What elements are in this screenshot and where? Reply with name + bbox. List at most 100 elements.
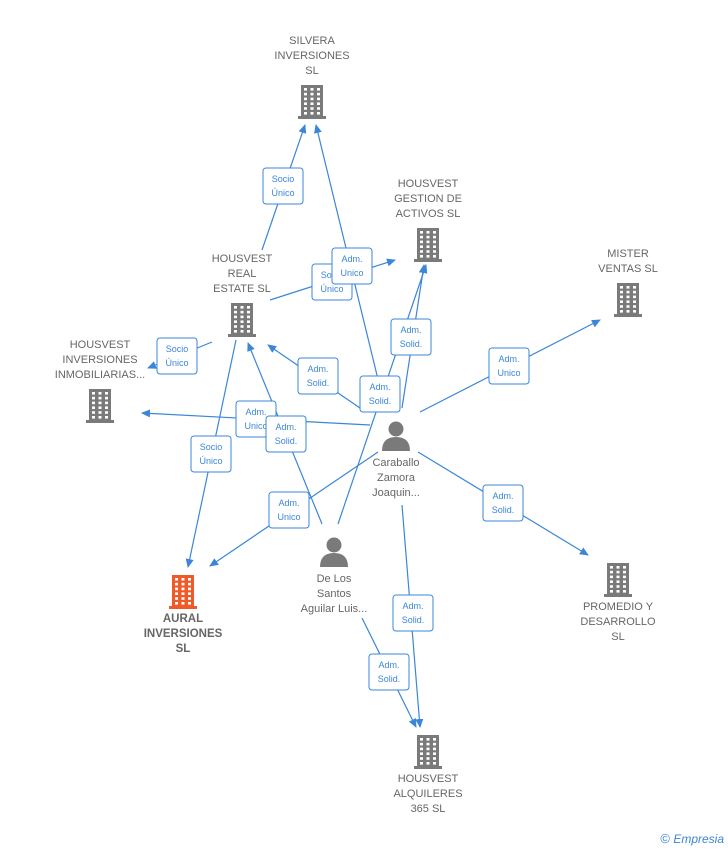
building-window	[633, 305, 636, 308]
building-window	[616, 566, 620, 569]
building-window	[620, 290, 623, 294]
node-label-line: SL	[611, 631, 624, 643]
building-base	[414, 259, 442, 262]
building-window	[433, 762, 436, 765]
building-window	[420, 752, 423, 755]
edge-label-caraballo-gestion[interactable]: Adm.Solid.	[390, 318, 432, 356]
building-window	[247, 315, 250, 319]
building-window	[633, 290, 636, 294]
node-label-line: SILVERA	[289, 35, 335, 47]
building-window	[426, 752, 430, 755]
building-window	[92, 406, 95, 409]
building-window	[175, 582, 178, 586]
building-window	[310, 112, 314, 115]
node-label-line: AURAL	[163, 613, 203, 625]
node-label-line: GESTION DE	[394, 193, 462, 205]
building-window	[610, 570, 613, 574]
building-window	[310, 102, 314, 105]
building-window	[304, 112, 307, 115]
building-window	[420, 738, 423, 741]
edge-label-delossantos-alquileres[interactable]: Adm.Solid.	[368, 653, 410, 691]
building-base	[414, 766, 442, 769]
building-window	[105, 411, 108, 414]
building-window	[626, 300, 630, 303]
building-window	[633, 310, 636, 313]
building-window	[426, 250, 430, 253]
building-window	[188, 602, 191, 605]
building-window	[426, 245, 430, 248]
building-window	[181, 602, 185, 605]
building-window	[92, 416, 95, 419]
edge-label-caraballo-mister[interactable]: Adm.Unico	[488, 347, 530, 385]
edge-label-caraballo-realestate[interactable]: Adm.Solid.	[297, 357, 339, 395]
node-label-line: De Los	[317, 573, 352, 585]
building-icon	[86, 389, 114, 423]
building-window	[616, 575, 620, 579]
node-label-line: Zamora	[377, 472, 416, 484]
node-inmobiliarias[interactable]: HOUSVESTINVERSIONESINMOBILIARIAS...	[55, 339, 145, 423]
node-label-line: Aguilar Luis...	[301, 603, 368, 615]
edge-label-text: Solid.	[378, 674, 401, 684]
building-window	[433, 245, 436, 248]
building-window	[175, 597, 178, 600]
edge-label-text: Solid.	[492, 505, 515, 515]
building-window	[610, 566, 613, 569]
edge-label-text: Solid.	[400, 339, 423, 349]
edge-label-box	[482, 484, 524, 522]
building-window	[623, 585, 626, 588]
building-window	[616, 590, 620, 593]
building-window	[188, 587, 191, 591]
edge-label-caraballo-alquileres[interactable]: Adm.Solid.	[392, 594, 434, 632]
edge-label-text: Solid.	[369, 396, 392, 406]
edge-label-text: Socio	[166, 344, 189, 354]
edge-label-box	[262, 167, 304, 205]
node-caraballo[interactable]: CaraballoZamoraJoaquin...	[372, 421, 420, 500]
node-label-line: ACTIVOS SL	[396, 208, 461, 220]
building-window	[626, 305, 630, 308]
empresia-brand[interactable]: © Empresia	[660, 831, 724, 846]
building-window	[188, 578, 191, 581]
node-label-line: VENTAS SL	[598, 263, 658, 275]
building-window	[247, 325, 250, 328]
edge-label-caraballo-aural[interactable]: Adm.Unico	[268, 491, 310, 529]
building-window	[420, 231, 423, 234]
building-window	[240, 325, 244, 328]
edge-label-box	[368, 653, 410, 691]
edge-label-delossantos-realestate[interactable]: Adm.Solid.	[265, 415, 307, 453]
building-window	[240, 315, 244, 319]
edge-label-text: Unico	[277, 512, 300, 522]
edge-label-text: Adm.	[307, 364, 328, 374]
edge-label-box	[392, 594, 434, 632]
building-window	[105, 396, 108, 400]
building-window	[623, 580, 626, 583]
building-window	[426, 747, 430, 751]
building-base	[298, 116, 326, 119]
building-window	[426, 235, 430, 239]
building-window	[181, 578, 185, 581]
edge-label-caraballo-promedio[interactable]: Adm.Solid.	[482, 484, 524, 522]
building-window	[620, 310, 623, 313]
node-label-line: Caraballo	[372, 457, 419, 469]
building-window	[188, 582, 191, 586]
building-window	[426, 757, 430, 760]
building-window	[175, 587, 178, 591]
building-window	[240, 330, 244, 333]
edge-label-caraballo-silvera[interactable]: Adm.Unico	[331, 247, 373, 285]
building-window	[105, 406, 108, 409]
building-window	[304, 88, 307, 91]
building-window	[247, 330, 250, 333]
building-window	[426, 231, 430, 234]
edge-label-delossantos-gestion[interactable]: Adm.Solid.	[359, 375, 401, 413]
